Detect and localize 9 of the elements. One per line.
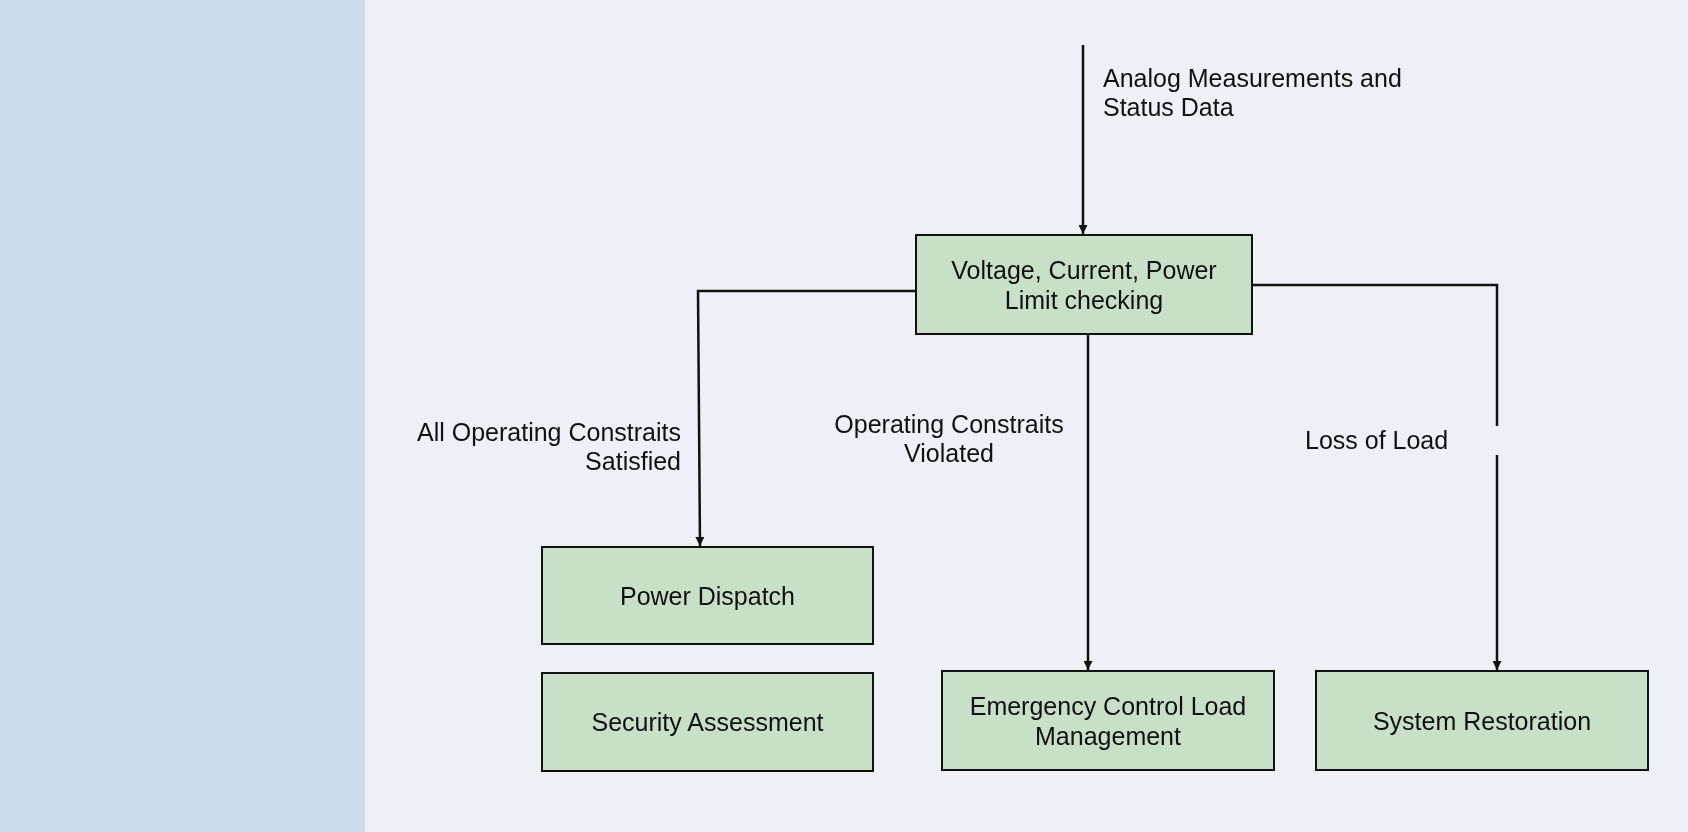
arrow — [1078, 45, 1088, 234]
process-box: Voltage, Current, Power Limit checking — [915, 234, 1253, 335]
process-box: Security Assessment — [541, 672, 874, 772]
arrow — [1253, 283, 1502, 670]
arrow — [1083, 335, 1093, 670]
process-box: System Restoration — [1315, 670, 1649, 771]
arrow — [695, 289, 915, 546]
process-box: Power Dispatch — [541, 546, 874, 645]
process-box: Emergency Control Load Management — [941, 670, 1275, 771]
